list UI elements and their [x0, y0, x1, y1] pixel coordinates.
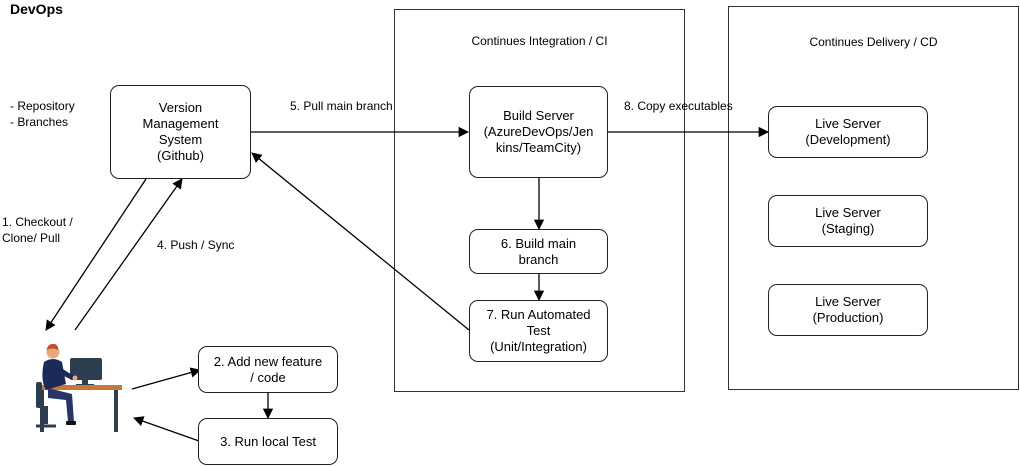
note-repository: - Repository	[10, 99, 75, 113]
node-add-new-feature: 2. Add new feature / code	[198, 346, 338, 393]
node-run-automated-test: 7. Run Automated Test (Unit/Integration)	[469, 300, 608, 362]
note-branches: - Branches	[10, 115, 69, 129]
node-live-production: Live Server (Production)	[768, 284, 928, 336]
edge-tests-to-vcs	[251, 152, 470, 331]
label-pull-main: 5. Pull main branch	[290, 99, 393, 113]
label-push: 4. Push / Sync	[157, 238, 235, 252]
ci-section: Continues Integration / CI	[394, 9, 685, 392]
edge-checkout	[45, 178, 147, 331]
label-checkout: 1. Checkout / Clone/ Pull	[2, 215, 73, 245]
node-run-local-test: 3. Run local Test	[198, 418, 338, 465]
cd-section: Continues Delivery / CD	[728, 6, 1019, 390]
developer-at-desk-icon	[36, 343, 122, 432]
node-build-server: Build Server (AzureDevOps/Jen kins/TeamC…	[469, 86, 608, 178]
cd-section-title: Continues Delivery / CD	[809, 35, 938, 49]
node-build-main-branch: 6. Build main branch	[469, 229, 608, 274]
ci-section-title: Continues Integration / CI	[471, 34, 608, 48]
edge-local-to-dev	[133, 416, 200, 442]
label-copy-executables: 8. Copy executables	[624, 99, 733, 113]
diagram-title: DevOps	[10, 1, 63, 17]
node-live-staging: Live Server (Staging)	[768, 195, 928, 247]
edge-dev-to-feature	[131, 367, 202, 390]
node-version-management: Version Management System (Github)	[110, 85, 251, 179]
repo-notes: - Repository - Branches	[10, 98, 75, 130]
node-live-development: Live Server (Development)	[768, 106, 928, 158]
edge-push	[74, 178, 183, 331]
